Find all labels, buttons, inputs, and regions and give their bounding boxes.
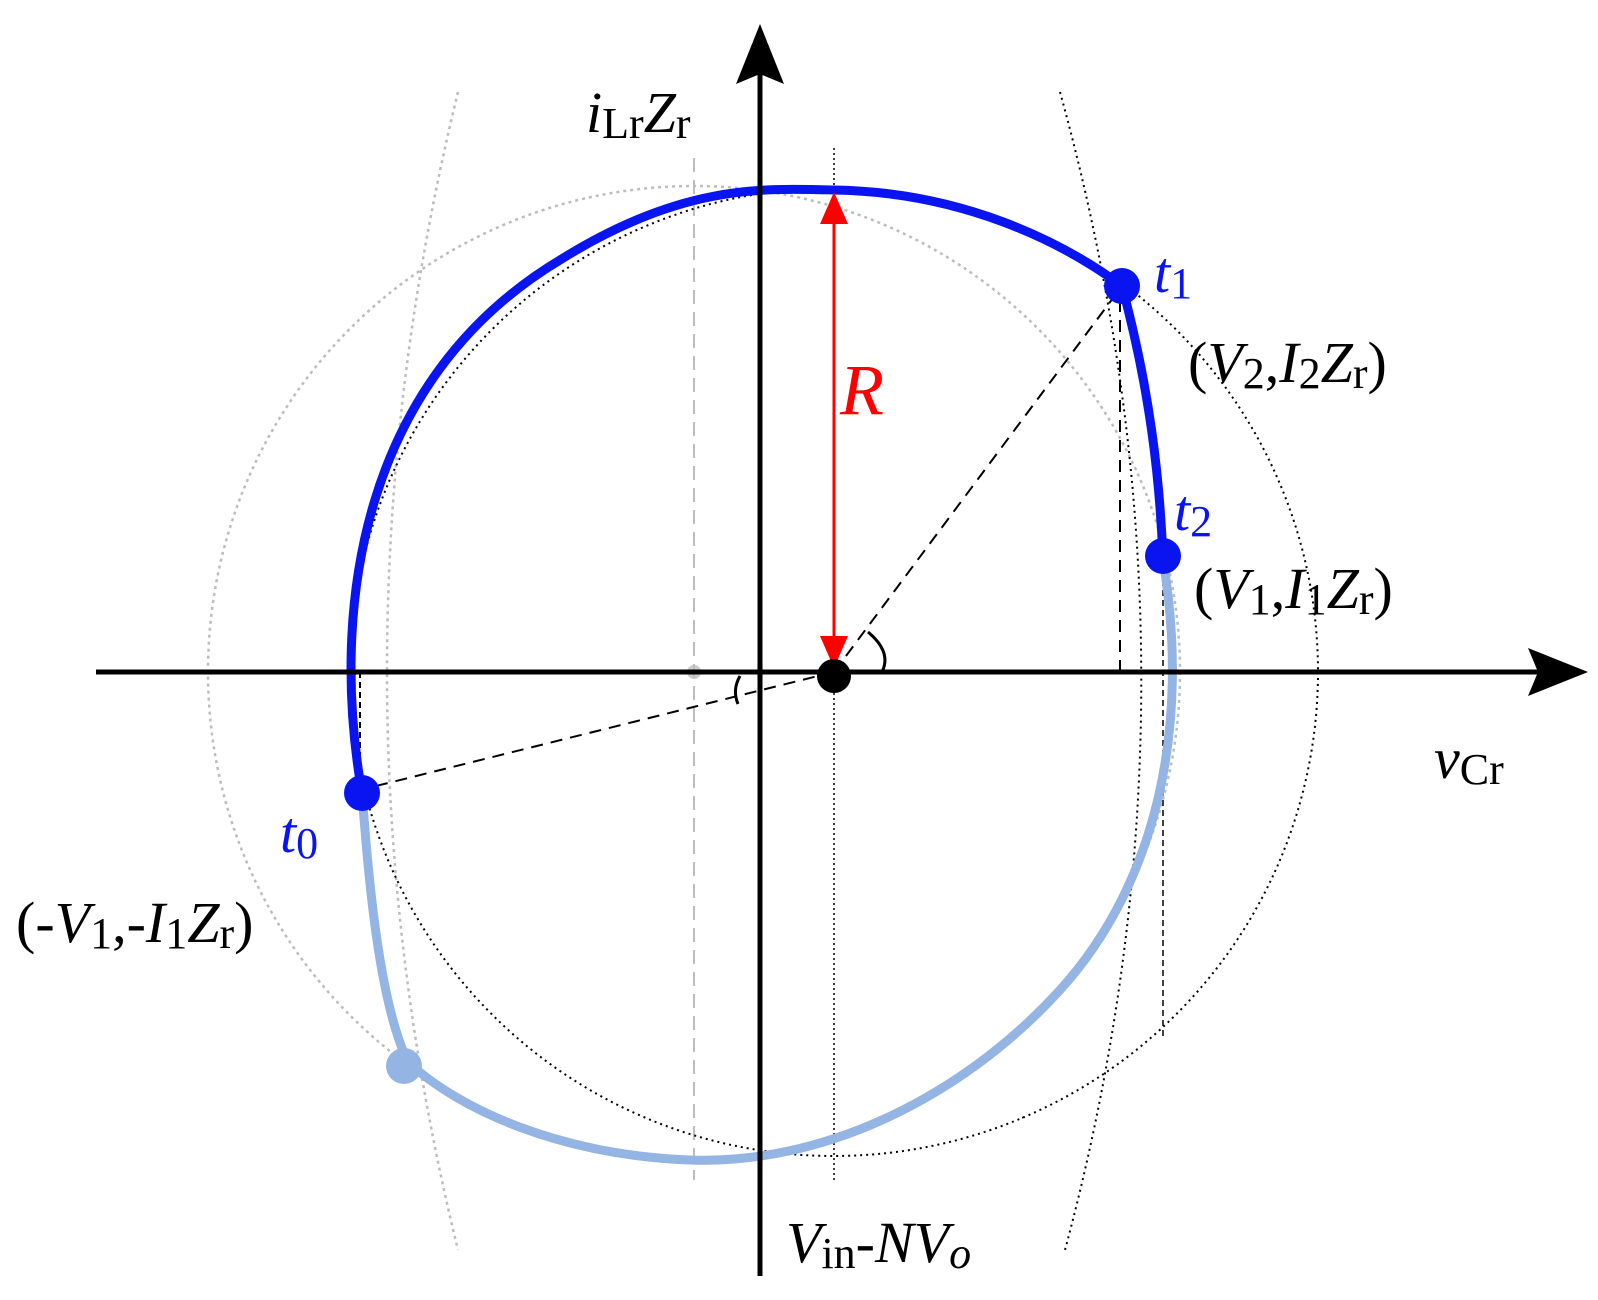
radius-arrowhead-down bbox=[820, 636, 848, 668]
coord-label-t1: (V2,I2Zr) bbox=[1188, 330, 1387, 398]
dashed-radius-t1 bbox=[833, 285, 1123, 673]
radius-arrowhead-up bbox=[820, 192, 848, 224]
time-label-t2: t2 bbox=[1174, 478, 1212, 546]
reference-arc-right bbox=[1059, 91, 1143, 1251]
dashed-radius-t0 bbox=[359, 671, 835, 791]
trajectory-active bbox=[346, 184, 1168, 798]
coord-label-t0: (-V1,-I1Zr) bbox=[16, 890, 253, 958]
coord-label-t2: (V1,I1Zr) bbox=[1194, 556, 1393, 624]
radius-label: R bbox=[839, 350, 884, 430]
center-point bbox=[817, 659, 851, 693]
center-voltage-label: Vin-NVo bbox=[786, 1210, 971, 1278]
trajectory-inactive bbox=[357, 555, 1177, 1165]
point-t1 bbox=[1104, 268, 1140, 304]
arrowhead-right-icon bbox=[1528, 648, 1588, 696]
angle-mark-right bbox=[867, 630, 887, 673]
point-inactive bbox=[386, 1048, 422, 1084]
y-axis-label: iLrZr bbox=[586, 80, 691, 148]
x-axis-label: vCr bbox=[1434, 726, 1504, 794]
arrowhead-up-icon bbox=[736, 24, 784, 84]
point-t0 bbox=[344, 775, 380, 811]
angle-mark-left bbox=[733, 675, 742, 705]
time-label-t1: t1 bbox=[1154, 240, 1192, 308]
time-label-t0: t0 bbox=[280, 800, 318, 868]
point-t2 bbox=[1145, 538, 1181, 574]
